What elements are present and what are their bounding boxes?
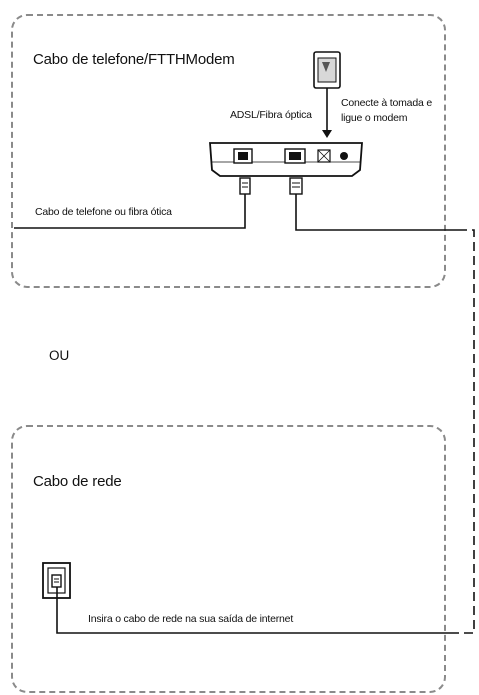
modem-icon (209, 142, 363, 177)
phone-cable-line (14, 194, 246, 229)
phone-cable-label: Cabo de telefone ou fibra ótica (35, 206, 172, 218)
network-cable-line (56, 587, 458, 634)
phone-fiber-panel (11, 14, 446, 288)
network-cable-instruction-label: Insira o cabo de rede na sua saída de in… (88, 613, 294, 625)
cable-plug-icon (239, 177, 251, 195)
power-instruction-label: Conecte à tomada e ligue o modem (341, 97, 432, 124)
phone-fiber-title: Cabo de telefone/FTTHModem (33, 51, 235, 68)
or-separator-label: OU (49, 348, 70, 363)
cable-plug-icon (289, 177, 303, 195)
modem-ethernet-line (295, 194, 458, 231)
network-cable-panel (11, 425, 446, 693)
adsl-fiber-port-label: ADSL/Fibra óptica (230, 109, 312, 121)
network-cable-title: Cabo de rede (33, 473, 122, 490)
power-adapter-icon (313, 51, 341, 138)
connector-dashed-line (458, 229, 475, 634)
